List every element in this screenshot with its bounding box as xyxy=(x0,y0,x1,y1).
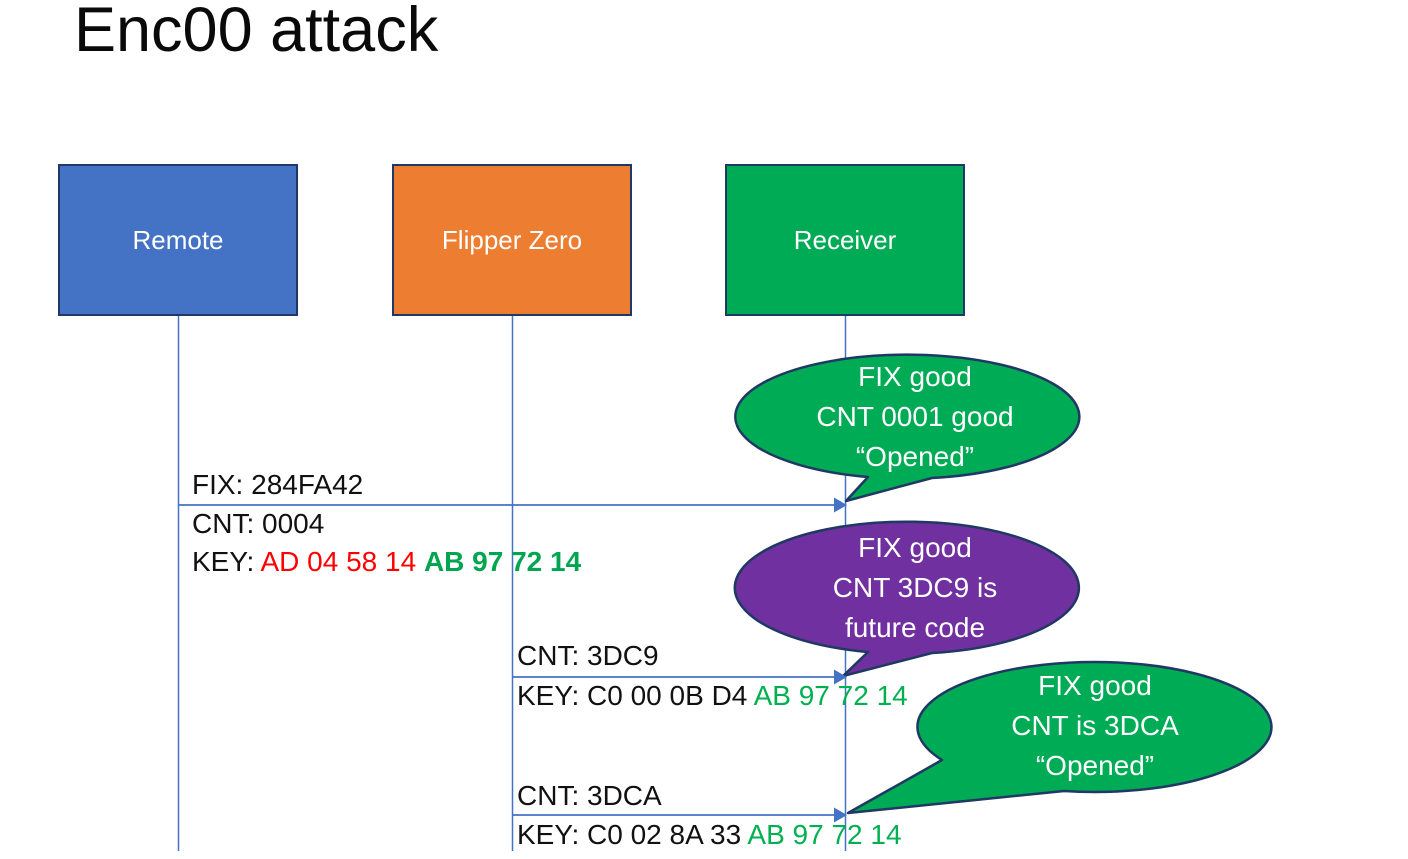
callout-2-text: FIX good CNT 3DC9 is future code xyxy=(743,528,1087,648)
callout-1-line-3: “Opened” xyxy=(855,441,975,472)
message-2-key-black-bytes: KEY: C0 00 0B D4 xyxy=(517,680,754,711)
message-arrow-2-head xyxy=(834,669,847,685)
message-1-key-prefix: KEY: xyxy=(192,546,261,577)
callout-bubble-green-1 xyxy=(734,353,1081,503)
message-3-key-black-bytes: KEY: C0 02 8A 33 xyxy=(517,819,748,850)
actor-box-remote: Remote xyxy=(58,164,298,316)
actor-label-receiver: Receiver xyxy=(793,224,897,255)
message-2-key-label: KEY: C0 00 0B D4 AB 97 72 14 xyxy=(517,680,908,712)
actor-label-remote: Remote xyxy=(132,224,224,255)
callout-bubble-purple xyxy=(733,520,1081,678)
message-1-key-red-bytes: AD 04 58 14 xyxy=(260,546,424,577)
callout-3-line-3: “Opened” xyxy=(1035,750,1155,781)
actor-box-flipper-zero: Flipper Zero xyxy=(392,164,632,316)
callout-bubble-green-2 xyxy=(846,660,1273,815)
callout-3-line-2: CNT is 3DCA xyxy=(1011,710,1179,741)
callout-2-line-2: CNT 3DC9 is xyxy=(832,572,998,603)
message-arrow-1-head xyxy=(834,497,847,513)
callout-3-line-1: FIX good xyxy=(1038,670,1152,701)
callout-1-text: FIX good CNT 0001 good “Opened” xyxy=(743,357,1087,477)
message-3-cnt-label: CNT: 3DCA xyxy=(517,780,662,811)
message-1-cnt-label: CNT: 0004 xyxy=(192,508,325,539)
message-arrow-3-head xyxy=(834,807,847,823)
message-3-key-label: KEY: C0 02 8A 33 AB 97 72 14 xyxy=(517,819,902,851)
callout-3-text: FIX good CNT is 3DCA “Opened” xyxy=(923,666,1267,786)
message-2-key-green-bytes: AB 97 72 14 xyxy=(753,680,908,711)
callout-1-line-2: CNT 0001 good xyxy=(816,401,1014,432)
callout-2-line-1: FIX good xyxy=(858,532,972,563)
message-1-fix-label: FIX: 284FA42 xyxy=(192,469,364,500)
message-2-cnt-label: CNT: 3DC9 xyxy=(517,640,659,671)
callout-2-line-3: future code xyxy=(844,612,986,643)
actor-box-receiver: Receiver xyxy=(725,164,965,316)
callout-1-line-1: FIX good xyxy=(858,361,972,392)
actor-label-flipper-zero: Flipper Zero xyxy=(441,224,583,255)
message-3-key-green-bytes: AB 97 72 14 xyxy=(747,819,902,850)
message-1-key-label: KEY: AD 04 58 14 AB 97 72 14 xyxy=(192,546,581,578)
page-title: Enc00 attack xyxy=(74,0,439,65)
message-1-key-green-bytes: AB 97 72 14 xyxy=(423,546,582,577)
